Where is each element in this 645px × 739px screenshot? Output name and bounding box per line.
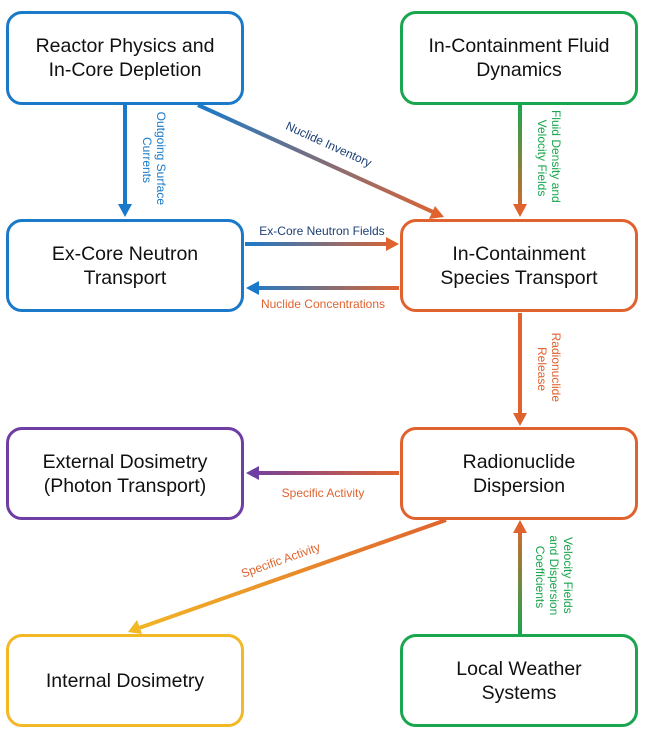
edge-nuclide-inventory-line (197, 103, 434, 214)
edge-fluid-fields: Fluid Density and Velocity Fields (513, 105, 563, 217)
edge-specific-activity-internal-arrowhead (128, 620, 142, 634)
node-local-weather: Local Weather Systems (400, 634, 638, 727)
edge-nuclide-concentrations-arrowhead (246, 281, 259, 295)
edge-nuclide-concentrations: Nuclide Concentrations (246, 281, 399, 311)
edge-radionuclide-release-arrowhead (513, 413, 527, 426)
node-internal-dosimetry: Internal Dosimetry (6, 634, 244, 727)
edge-fluid-fields-label: Fluid Density and Velocity Fields (535, 110, 563, 206)
edge-nuclide-inventory-arrowhead (429, 206, 444, 219)
edge-velocity-dispersion: Velocity Fields and Dispersion Coefficie… (513, 520, 575, 634)
edge-velocity-dispersion-label: Velocity Fields and Dispersion Coefficie… (533, 535, 575, 618)
node-radionuclide-dispersion: Radionuclide Dispersion (400, 427, 638, 520)
edge-ex-core-fields-arrowhead (386, 237, 399, 251)
edge-ex-core-fields-label: Ex-Core Neutron Fields (259, 224, 384, 238)
edge-outgoing-currents-arrowhead (118, 204, 132, 217)
node-reactor-physics: Reactor Physics and In-Core Depletion (6, 11, 244, 105)
edge-radionuclide-release: Radionuclide Release (513, 313, 563, 426)
edge-specific-activity-external: Specific Activity (246, 466, 399, 500)
edge-fluid-fields-arrowhead (513, 204, 527, 217)
edge-outgoing-currents: Outgoing Surface Currents (118, 105, 168, 217)
edge-nuclide-inventory: Nuclide Inventory (197, 103, 444, 219)
edge-outgoing-currents-label: Outgoing Surface Currents (140, 112, 168, 209)
edge-radionuclide-release-label: Radionuclide Release (535, 333, 563, 406)
edge-nuclide-inventory-label: Nuclide Inventory (284, 119, 374, 170)
edge-specific-activity-internal-line (138, 518, 447, 630)
edge-nuclide-concentrations-label: Nuclide Concentrations (261, 297, 385, 311)
edge-specific-activity-internal: Specific Activity (128, 518, 447, 634)
edge-ex-core-fields: Ex-Core Neutron Fields (245, 224, 399, 251)
edge-specific-activity-external-arrowhead (246, 466, 259, 480)
node-ex-core-transport: Ex-Core Neutron Transport (6, 219, 244, 312)
edge-specific-activity-internal-label: Specific Activity (239, 540, 322, 581)
node-external-dosimetry: External Dosimetry (Photon Transport) (6, 427, 244, 520)
edge-velocity-dispersion-arrowhead (513, 520, 527, 533)
edge-specific-activity-external-label: Specific Activity (282, 486, 365, 500)
node-species-transport: In-Containment Species Transport (400, 219, 638, 312)
node-fluid-dynamics: In-Containment Fluid Dynamics (400, 11, 638, 105)
